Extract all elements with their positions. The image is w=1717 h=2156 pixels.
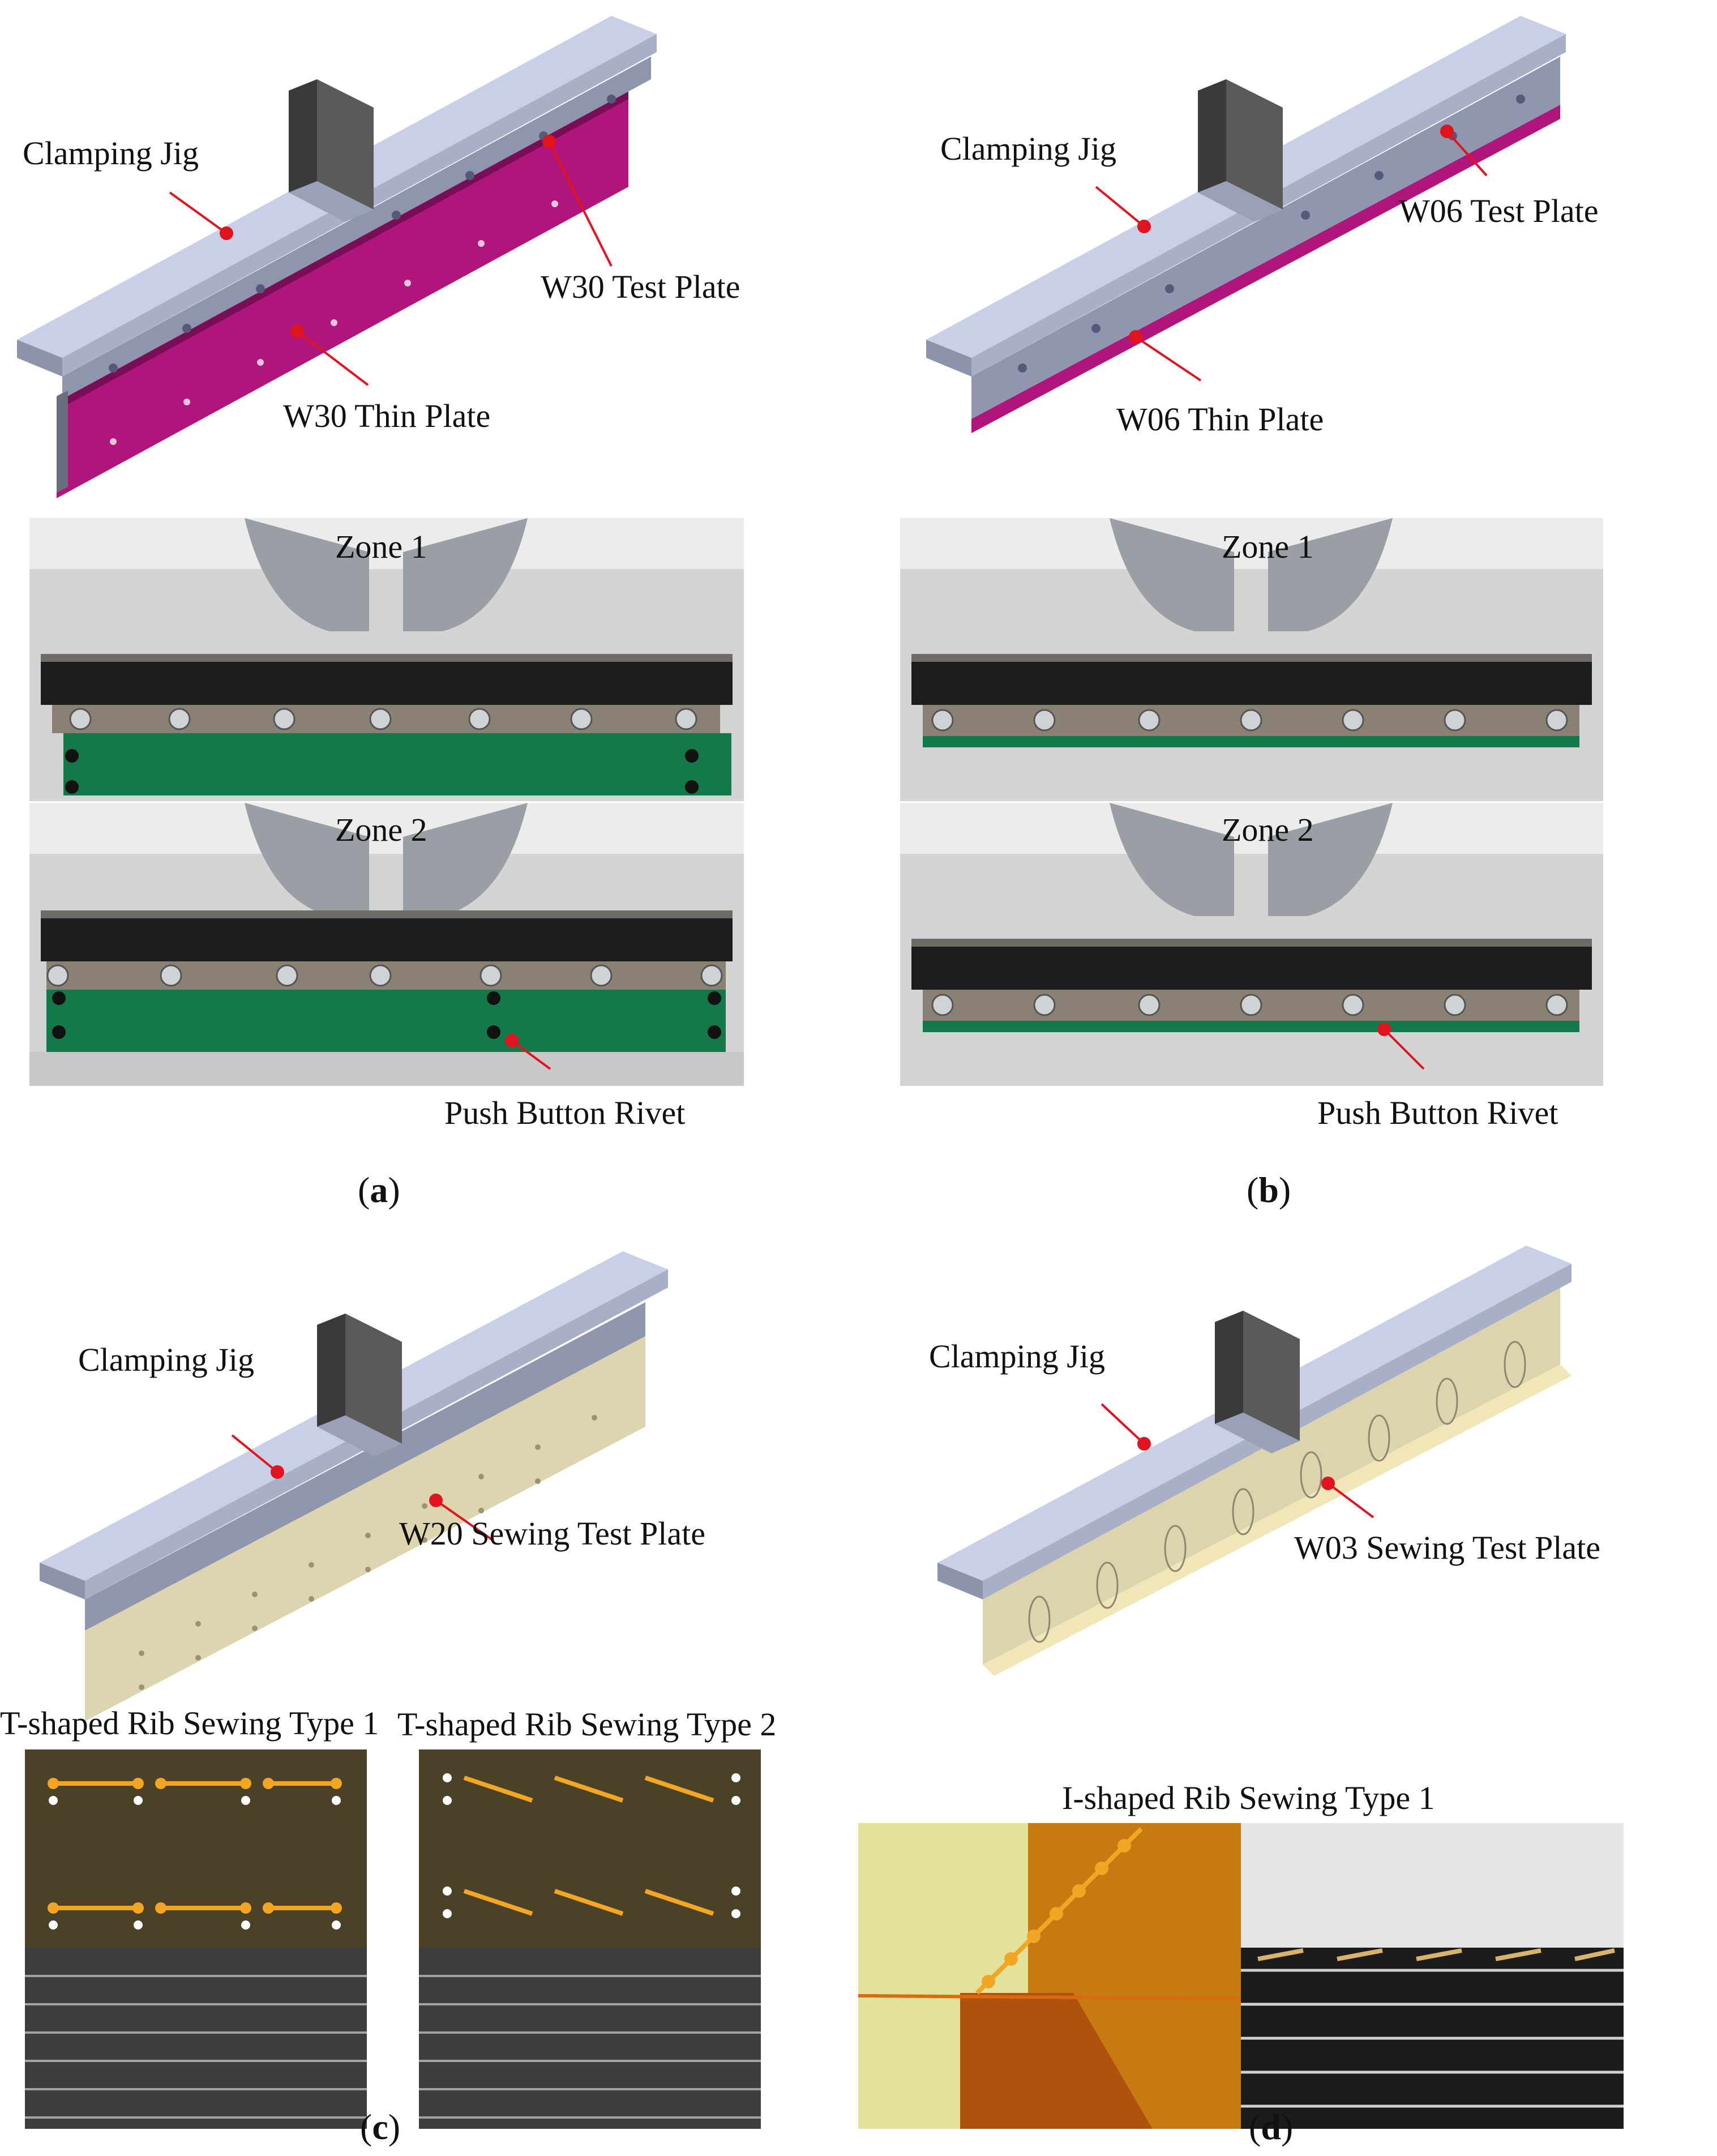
photo-zone-2-b [900,803,1603,1086]
label-test-plate-d: W03 Sewing Test Plate [1294,1529,1600,1566]
label-type2-c: T-shaped Rib Sewing Type 2 [397,1706,777,1743]
w30-thin-plate [57,85,628,498]
caption-d: (d) [1249,2107,1294,2147]
caption-letter-c: c [372,2107,388,2147]
i-rib-sewing-diagram [858,1823,1241,2129]
label-thin-plate-a: W30 Thin Plate [283,397,491,434]
i-rib-sewing-photo [1241,1823,1624,2129]
panel-c-jig-drawing [40,1251,668,1721]
label-rivet-a: Push Button Rivet [444,1094,686,1131]
sewing-type2-image [419,1749,761,2129]
photo-zone-2-a [29,803,744,1086]
green-plate-zone2-a [46,990,726,1052]
panel-a-jig-drawing [17,16,657,498]
w20-sewing-plate [85,1336,645,1721]
w06-thin-plate [971,105,1560,433]
label-zone2-b: Zone 2 [1222,811,1314,848]
label-test-plate-b: W06 Test Plate [1399,192,1599,229]
photo-zone-1-a [29,518,744,801]
panel-b: Clamping Jig W06 Test Plate W06 Thin Pla… [858,0,1717,1223]
panel-d: Clamping Jig W03 Sewing Test Plate I-sha… [858,1223,1717,2156]
label-zone2-a: Zone 2 [335,811,427,848]
label-test-plate-a: W30 Test Plate [541,268,740,305]
label-clamping-jig-b: Clamping Jig [940,130,1116,167]
caption-c: (c) [360,2107,401,2147]
label-zone1-b: Zone 1 [1222,528,1314,565]
caption-letter-b: b [1258,1170,1279,1210]
label-type1-d: I-shaped Rib Sewing Type 1 [1062,1779,1435,1816]
label-type1-c: T-shaped Rib Sewing Type 1 [0,1705,379,1742]
sewing-type1-image [25,1749,367,2129]
panel-a: Clamping Jig W30 Test Plate W30 Thin Pla… [0,0,858,1223]
label-clamping-jig-a: Clamping Jig [23,135,199,172]
caption-letter-d: d [1261,2107,1281,2147]
label-rivet-b: Push Button Rivet [1317,1094,1558,1131]
plate-holes [110,200,558,445]
label-test-plate-c: W20 Sewing Test Plate [399,1515,705,1552]
label-clamping-jig-d: Clamping Jig [929,1338,1105,1375]
panel-b-jig-drawing [926,16,1566,433]
w03-sewing-plate [983,1364,1572,1676]
photo-zone-1-b [900,518,1603,801]
caption-a: (a) [358,1170,400,1210]
caption-b: (b) [1247,1170,1291,1210]
caption-letter-a: a [370,1170,388,1210]
panel-d-jig-drawing [937,1246,1572,1676]
panel-c: Clamping Jig W20 Sewing Test Plate T-sha… [0,1223,858,2156]
label-zone1-a: Zone 1 [335,528,427,565]
label-thin-plate-b: W06 Thin Plate [1116,401,1324,438]
jig-web [289,79,317,192]
label-clamping-jig-c: Clamping Jig [78,1341,254,1378]
green-plate-zone1-a [63,733,731,795]
